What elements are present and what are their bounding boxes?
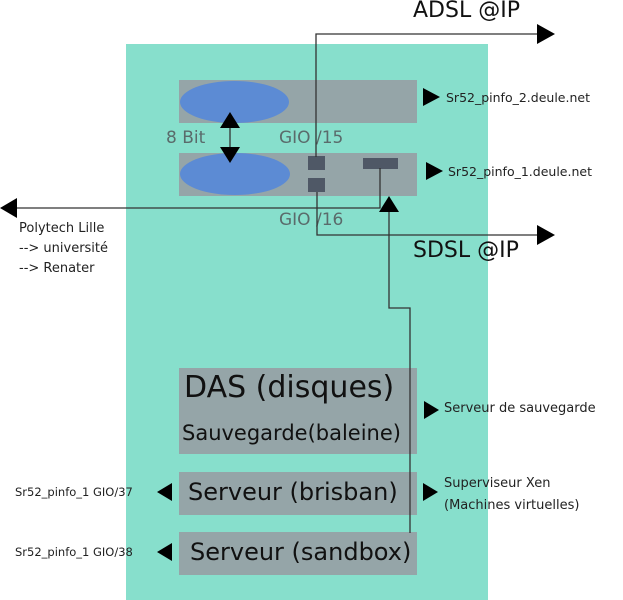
brisban-left-pointer-icon (157, 483, 172, 501)
switch-2-label: Sr52_pinfo_2.deule.net (446, 90, 590, 105)
switch-2-stack-module (180, 81, 289, 123)
polytech-wire (16, 168, 381, 209)
server-sandbox-title: Serveur (sandbox) (190, 538, 412, 566)
port-gio-16 (308, 178, 325, 192)
port-uplink-polytech (363, 158, 398, 169)
stack-link-label: 8 Bit (166, 128, 206, 148)
polytech-arrowhead (0, 198, 17, 218)
sdsl-wire (316, 192, 538, 236)
brisban-port-label: Sr52_pinfo_1 GIO/37 (15, 485, 133, 499)
switch-1-stack-module (180, 153, 290, 195)
stack-arrow-up (220, 112, 240, 128)
port-gio-15 (308, 156, 325, 170)
server-uplink-wire (388, 210, 411, 533)
server-uplink-arrowhead (379, 196, 399, 212)
stack-arrow-down (220, 147, 240, 163)
das-box (179, 368, 417, 454)
switch-1-pointer-icon (426, 162, 443, 180)
sdsl-label: SDSL @IP (413, 238, 519, 263)
brisban-right-pointer-icon (423, 483, 438, 501)
polytech-line-2: --> université (19, 241, 109, 256)
sandbox-port-label: Sr52_pinfo_1 GIO/38 (15, 545, 133, 559)
switch-1-label: Sr52_pinfo_1.deule.net (448, 164, 592, 179)
adsl-arrowhead (537, 24, 555, 44)
das-side-label: Serveur de sauvegarde (444, 401, 596, 416)
port-gio-16-label: GIO /16 (279, 210, 344, 230)
brisban-side-label-1: Superviseur Xen (444, 476, 551, 491)
server-brisban-box (179, 472, 417, 515)
polytech-line-3: --> Renater (19, 261, 95, 276)
server-sandbox-box (179, 532, 417, 575)
sandbox-left-pointer-icon (157, 543, 172, 561)
das-subtitle: Sauvegarde(baleine) (182, 421, 401, 445)
polytech-line-1: Polytech Lille (19, 221, 105, 236)
port-gio-15-label: GIO /15 (279, 128, 344, 148)
adsl-label: ADSL @IP (413, 0, 520, 23)
switch-2-pointer-icon (423, 88, 440, 106)
adsl-wire (315, 33, 538, 157)
das-pointer-icon (424, 401, 439, 419)
das-title: DAS (disques) (184, 370, 395, 405)
server-brisban-title: Serveur (brisban) (188, 478, 398, 506)
brisban-side-label-2: (Machines virtuelles) (444, 498, 580, 513)
sdsl-arrowhead (537, 225, 555, 245)
